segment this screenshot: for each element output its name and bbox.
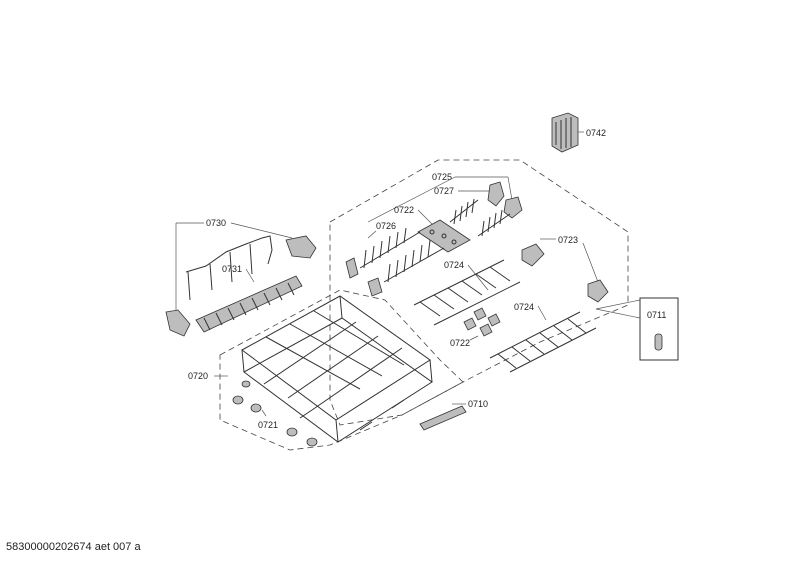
label-0730: 0730 bbox=[206, 218, 226, 228]
tine-assembly-0725: 0725 0727 bbox=[367, 172, 523, 237]
label-0726: 0726 bbox=[376, 221, 396, 231]
label-0731: 0731 bbox=[222, 264, 242, 274]
label-0724-upper: 0724 bbox=[444, 260, 464, 270]
label-0725: 0725 bbox=[432, 172, 452, 182]
label-0724-lower: 0724 bbox=[514, 302, 534, 312]
bracket-0723: 0723 bbox=[521, 235, 609, 303]
label-0720: 0720 bbox=[188, 371, 208, 381]
detail-box-0711: 0711 bbox=[595, 297, 679, 361]
label-0721: 0721 bbox=[258, 420, 278, 430]
label-0722-top: 0722 bbox=[394, 205, 414, 215]
grille-0731: 0731 bbox=[195, 264, 303, 333]
side-rack-0730: 0730 bbox=[165, 218, 317, 337]
label-0723: 0723 bbox=[558, 235, 578, 245]
tine-row-0726: 0726 bbox=[345, 221, 445, 297]
clip-set-0722-lower: 0722 bbox=[450, 307, 501, 348]
lower-basket-0720: 0720 bbox=[188, 295, 433, 443]
label-0722-lower: 0722 bbox=[450, 338, 470, 348]
basket-group-outline bbox=[219, 289, 464, 451]
label-0742: 0742 bbox=[586, 128, 606, 138]
label-0710: 0710 bbox=[468, 399, 488, 409]
drawing-reference-number: 58300000202674 aet 007 a bbox=[6, 541, 141, 553]
nameplate-0710: 0710 bbox=[419, 399, 488, 431]
cutlery-basket-0742: 0742 bbox=[551, 112, 606, 153]
upper-group-outline bbox=[329, 159, 629, 426]
tine-rack-0724-upper: 0724 bbox=[413, 259, 521, 326]
label-0727: 0727 bbox=[434, 186, 454, 196]
wheels-0721: 0721 bbox=[232, 380, 318, 447]
clip-plate-0722-top: 0722 bbox=[394, 205, 471, 253]
label-0711: 0711 bbox=[647, 310, 666, 320]
tine-rack-0724-lower: 0724 bbox=[489, 302, 597, 373]
